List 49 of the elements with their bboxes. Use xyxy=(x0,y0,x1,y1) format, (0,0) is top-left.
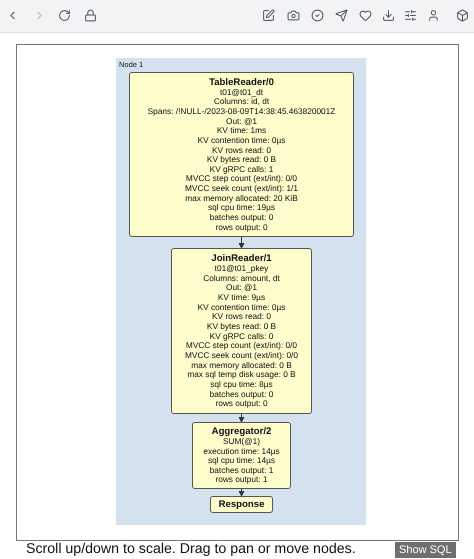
operator-title: Aggregator/2 xyxy=(212,426,272,437)
operator-stat: batches output: 0 xyxy=(210,213,274,223)
operator-stat: Out: @1 xyxy=(226,283,258,294)
operator-stat: rows output: 0 xyxy=(215,399,268,409)
operator-stat: Columns: id, dt xyxy=(214,97,270,107)
operator-stat: MVCC seek count (ext/int): 1/1 xyxy=(185,184,298,194)
operator-box xyxy=(192,422,291,489)
arrow xyxy=(238,488,244,497)
operator-box xyxy=(129,72,354,237)
operator-stat: max memory allocated: 20 KiB xyxy=(185,194,298,204)
operator-title: TableReader/0 xyxy=(209,76,274,88)
operator-title: JoinReader/1 xyxy=(211,253,272,264)
operator-stat: MVCC step count (ext/int): 0/0 xyxy=(186,341,298,351)
operator-stat: batches output: 1 xyxy=(210,466,274,476)
operator-stat: execution time: 14µs xyxy=(203,446,280,456)
operator-stat: max memory allocated: 0 B xyxy=(191,360,292,370)
operator-stat: Columns: amount, dt xyxy=(203,274,280,284)
show-sql-button: Show SQL xyxy=(395,542,456,558)
operator-stat: KV time: 9µs xyxy=(218,293,266,303)
operator-stat: KV contention time: 0µs xyxy=(198,302,286,312)
operator-stat: MVCC seek count (ext/int): 0/0 xyxy=(185,350,298,361)
operator-stat: rows output: 1 xyxy=(215,475,268,486)
operator-stat: KV rows read: 0 xyxy=(212,146,272,156)
operator-stat: Out: @1 xyxy=(226,116,258,126)
help-text: Scroll up/down to scale. Drag to pan or move nodes. xyxy=(26,541,356,557)
operator-stat: KV time: 1ms xyxy=(216,126,266,136)
operator-stat: KV contention time: 0µs xyxy=(198,136,286,146)
operator-stat: KV bytes read: 0 B xyxy=(206,322,276,332)
operator-stat: rows output: 0 xyxy=(215,222,268,232)
cluster-band xyxy=(116,58,366,525)
operator-stat: t01@t01_dt xyxy=(220,88,264,98)
operator-stat: KV gRPC calls: 1 xyxy=(210,164,274,174)
operator-stat: SUM(@1) xyxy=(223,436,260,447)
operator-stat: Spans: /!NULL-/2023-08-09T14:38:45.463820001Z xyxy=(148,106,336,117)
operator-stat: max sql temp disk usage: 0 B xyxy=(187,370,296,380)
operator-box xyxy=(171,248,312,414)
operator-stat: sql cpu time: 19µs xyxy=(208,203,276,214)
arrow xyxy=(238,414,244,423)
operator-title: Response xyxy=(218,499,264,510)
operator-stat: KV bytes read: 0 B xyxy=(206,155,276,165)
operator-stat: KV rows read: 0 xyxy=(212,312,272,322)
operator-stat: sql cpu time: 8µs xyxy=(210,380,273,390)
operator-stat: t01@t01_pkey xyxy=(214,264,268,274)
operator-stat: batches output: 0 xyxy=(210,390,274,400)
operator-stat: KV gRPC calls: 0 xyxy=(210,332,274,342)
arrow xyxy=(238,236,244,249)
operator-box xyxy=(210,496,273,513)
operator-stat: sql cpu time: 14µs xyxy=(208,456,276,466)
operator-stat: MVCC step count (ext/int): 0/0 xyxy=(186,174,298,184)
